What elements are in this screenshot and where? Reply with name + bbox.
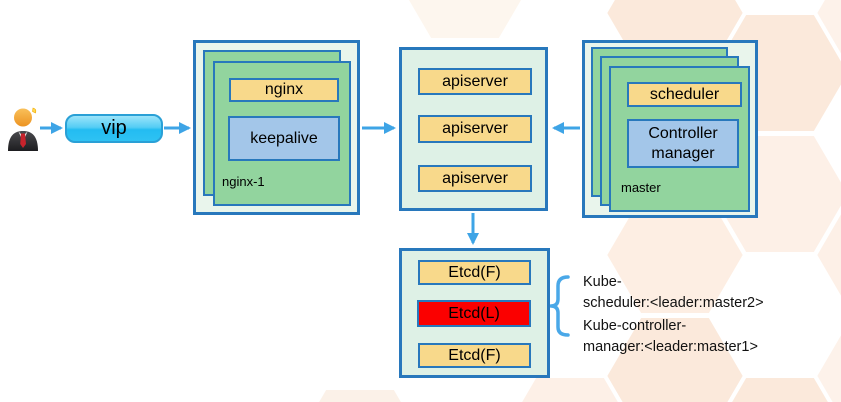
scheduler-node: scheduler	[627, 82, 742, 107]
nginx-node: nginx	[229, 78, 339, 102]
nginx-label: nginx	[264, 81, 304, 99]
etcd-follower-label: Etcd(F)	[448, 263, 501, 281]
etcd-leader-label: Etcd(L)	[448, 304, 500, 322]
annotation-brace	[549, 275, 570, 337]
etcd-follower-node: Etcd(F)	[418, 260, 531, 285]
controller-manager-node: Controller manager	[627, 119, 739, 168]
keepalive-node: keepalive	[228, 116, 340, 161]
user-icon	[8, 107, 38, 151]
annotation-line: Kube-controller-	[583, 318, 687, 335]
scheduler-label: scheduler	[649, 85, 720, 103]
etcd-panel: Etcd(F) Etcd(L) Etcd(F)	[399, 248, 550, 378]
apiserver-panel: apiserver apiserver apiserver	[399, 47, 548, 211]
etcd-follower-label: Etcd(F)	[448, 346, 501, 364]
vip-node: vip	[65, 114, 163, 143]
apiserver-node: apiserver	[418, 115, 532, 143]
apiserver-label: apiserver	[442, 72, 508, 90]
apiserver-label: apiserver	[442, 120, 508, 138]
annotation-text: Kube- scheduler:<leader:master2> Kube-co…	[583, 272, 764, 357]
controller-manager-label: Controller manager	[648, 125, 718, 162]
etcd-follower-node: Etcd(F)	[418, 343, 531, 368]
apiserver-node: apiserver	[418, 165, 532, 192]
keepalive-label: keepalive	[250, 129, 318, 147]
master-stack-caption: master	[621, 180, 661, 195]
annotation-line: scheduler:<leader:master2>	[583, 294, 764, 311]
master-stack: scheduler Controller manager master	[582, 40, 758, 218]
annotation-line: manager:<leader:master1>	[583, 338, 758, 355]
annotation-line: Kube-	[583, 274, 622, 290]
etcd-leader-node: Etcd(L)	[417, 300, 531, 327]
apiserver-label: apiserver	[442, 169, 508, 187]
nginx-stack: nginx keepalive nginx-1	[193, 40, 360, 215]
apiserver-node: apiserver	[418, 68, 532, 95]
vip-label: vip	[101, 117, 127, 139]
nginx-stack-caption: nginx-1	[222, 174, 265, 189]
